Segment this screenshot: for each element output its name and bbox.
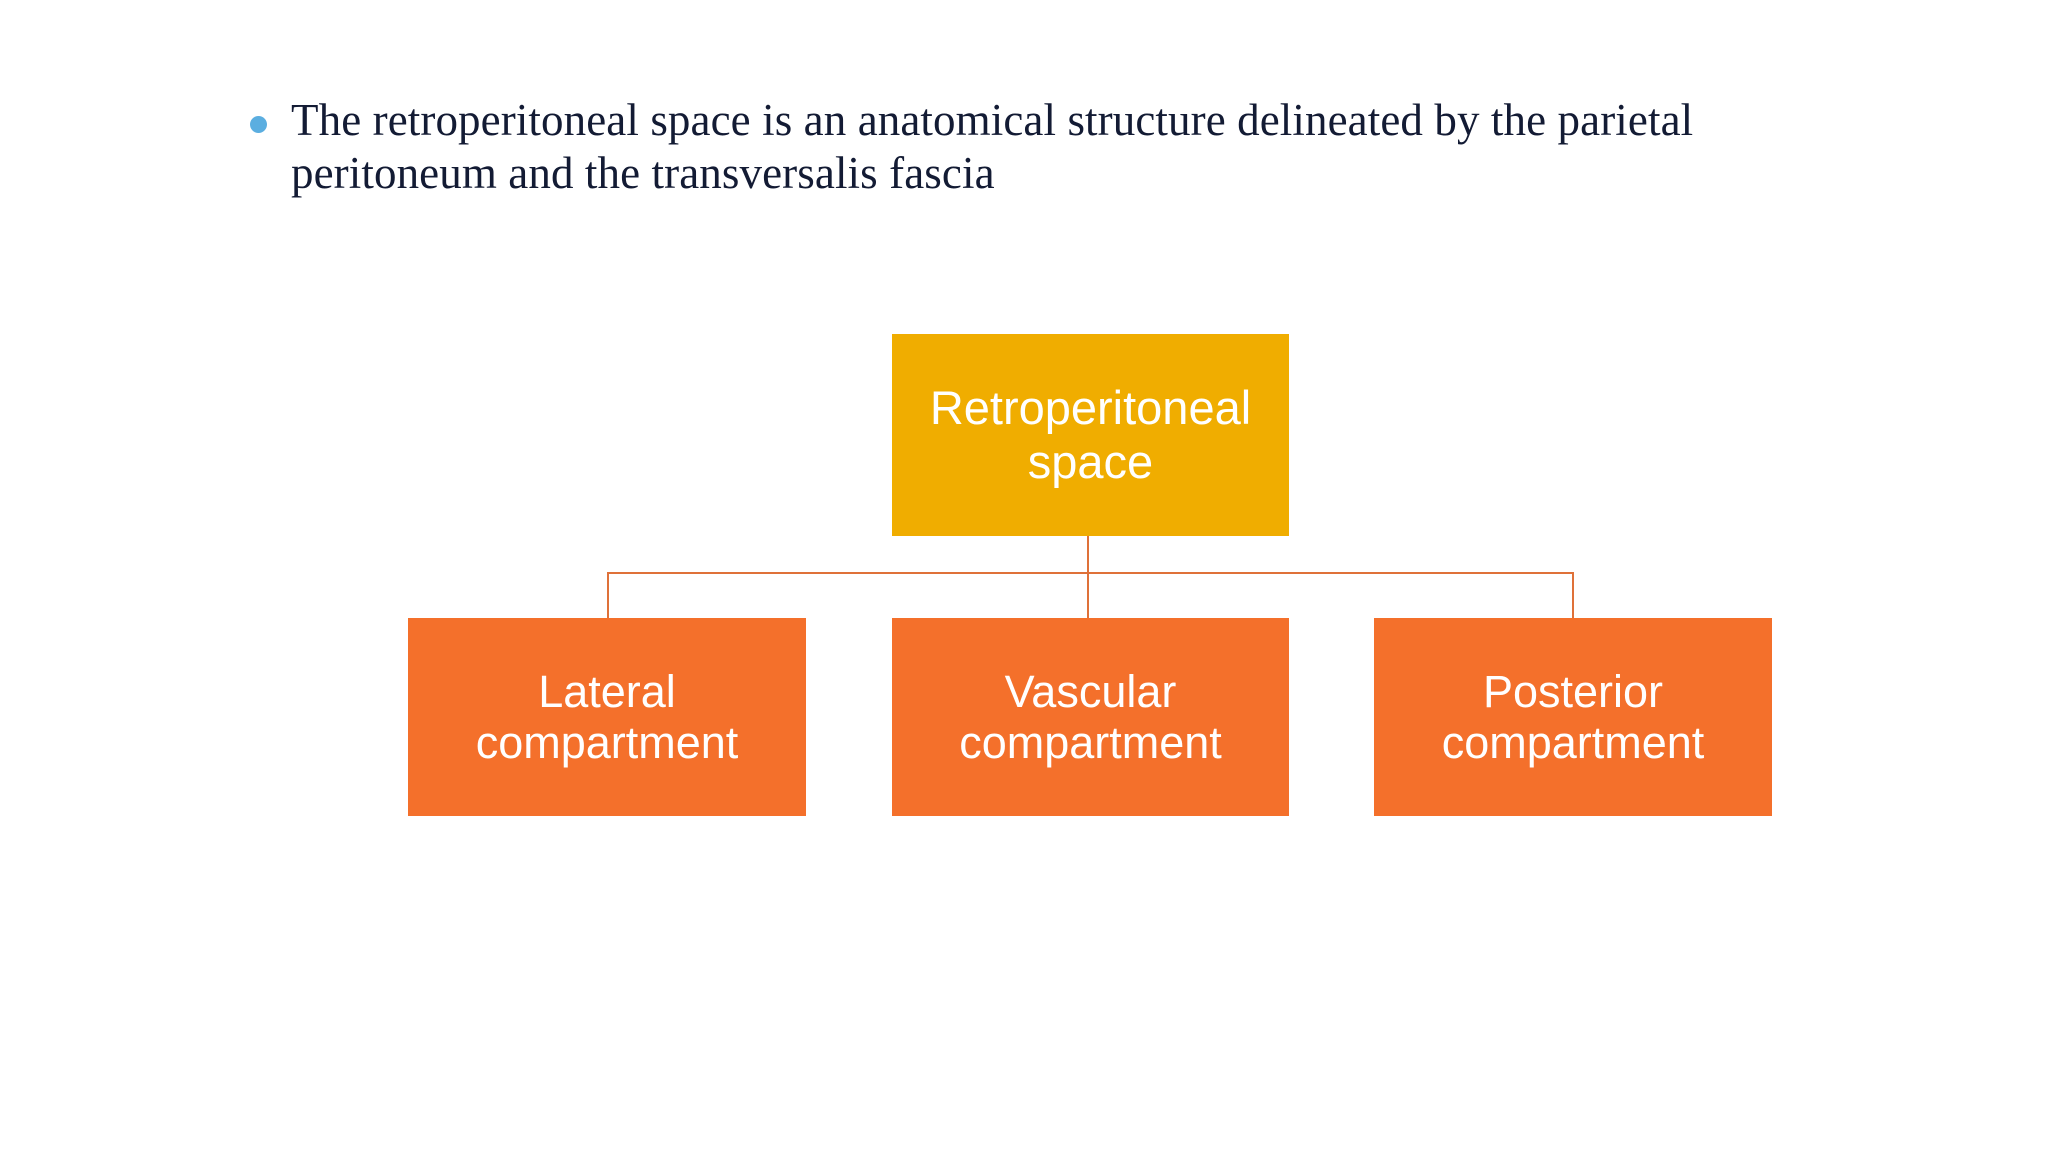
bullet-dot-icon [250,116,267,133]
node-retroperitoneal-space[interactable]: Retroperitoneal space [892,334,1289,536]
node-posterior-compartment[interactable]: Posterior compartment [1374,618,1772,816]
connector-root-stem [1087,536,1089,618]
bullet-paragraph: The retroperitoneal space is an anatomic… [250,94,1750,199]
connector-drop-left [607,572,609,618]
connector-horizontal-bus [607,572,1574,574]
node-vascular-compartment[interactable]: Vascular compartment [892,618,1289,816]
bullet-text: The retroperitoneal space is an anatomic… [291,95,1694,198]
node-lateral-compartment[interactable]: Lateral compartment [408,618,806,816]
connector-drop-right [1572,572,1574,618]
